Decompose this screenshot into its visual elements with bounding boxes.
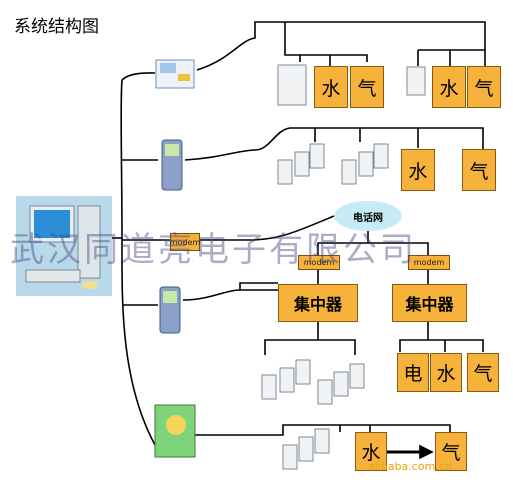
row1-bus [196,21,486,71]
modem-box: modem [408,255,450,270]
site-footer: alibaba.com.cn [368,460,452,473]
gas-meter-box: 气 [435,432,467,471]
concentrator-box: 集中器 [278,284,358,322]
telephone-user-icon [154,404,196,458]
row1-drop-b [300,54,368,62]
water-meter-box: 水 [401,149,435,191]
row1-drop-a [284,22,301,62]
water-meter-box: 水 [314,66,348,108]
handheld-terminal-icon [161,139,183,191]
main-trunk [120,79,156,446]
net-split [317,231,429,255]
card-reader-icon [155,59,195,89]
water-meter-box: 水 [355,432,387,471]
water-meter-box: 水 [432,66,466,108]
modem-box: modem [298,255,340,270]
conc1-drops [264,322,356,355]
diagram-title: 系统结构图 [14,17,99,37]
modem-box: modem [170,233,200,251]
conc2-drops [399,322,484,352]
row1-drop-e [417,50,486,66]
gas-meter-box: 气 [462,149,496,191]
arrowhead [419,444,434,460]
computer-icon [16,196,112,296]
row2-drops [314,128,419,148]
row5-bus [195,424,451,445]
electric-meter-box: 电 [397,353,429,392]
electric-meter-icons [261,64,426,470]
gas-meter-box: 气 [467,353,499,392]
handheld-terminal-icon-2 [159,286,181,334]
concentrator-box: 集中器 [392,284,467,322]
watermark: 武汉同道亮电子有限公司 [10,230,417,270]
handheld2-link [182,282,278,301]
modem-to-conc [317,268,429,284]
gas-meter-box: 气 [467,66,501,108]
branch-card [121,72,156,81]
modem-link [197,215,335,241]
phone-network-cloud: 电话网 [334,201,402,231]
row5-drops [339,425,371,432]
gas-meter-box: 气 [350,66,384,108]
row2-bus [184,127,484,161]
water-meter-box: 水 [430,353,462,392]
